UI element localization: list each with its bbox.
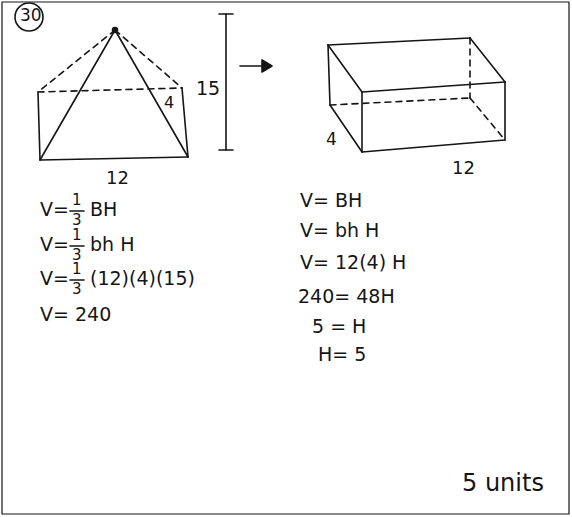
formula-text: V= 240 <box>40 304 111 325</box>
fraction-bars <box>70 211 84 280</box>
transform-arrow <box>240 60 272 72</box>
dimension-label: 4 <box>326 130 337 149</box>
formula-text: V= <box>40 268 69 289</box>
formula-text: V= <box>40 199 69 220</box>
formula-text: bh H <box>90 234 134 255</box>
fraction-numerator: 1 <box>72 261 82 278</box>
problem-circle <box>15 3 43 31</box>
formula-text: V= BH <box>300 190 362 211</box>
formula-text: (12)(4)(15) <box>90 268 195 289</box>
dimension-label: 12 <box>452 158 475 178</box>
formula-text: BH <box>90 199 117 220</box>
formula-text: V= bh H <box>300 220 379 241</box>
dimension-label: 15 <box>196 78 220 99</box>
problem-number: 30 <box>20 6 42 25</box>
fraction-numerator: 1 <box>72 227 82 244</box>
fraction-denominator: 3 <box>72 281 82 298</box>
formula-text: 5 = H <box>312 316 366 337</box>
formula-text: 240= 48H <box>298 286 395 307</box>
dimension-label: 12 <box>106 168 129 188</box>
formula-text: V= 12(4) H <box>300 252 406 273</box>
formula-text: V= <box>40 234 69 255</box>
answer-text: 5 units <box>462 470 544 496</box>
prism <box>328 38 505 152</box>
fraction-numerator: 1 <box>72 192 82 209</box>
height-bracket <box>219 14 233 150</box>
formula-text: H= 5 <box>318 344 366 365</box>
pyramid <box>38 28 188 161</box>
dimension-label: 4 <box>164 94 174 112</box>
